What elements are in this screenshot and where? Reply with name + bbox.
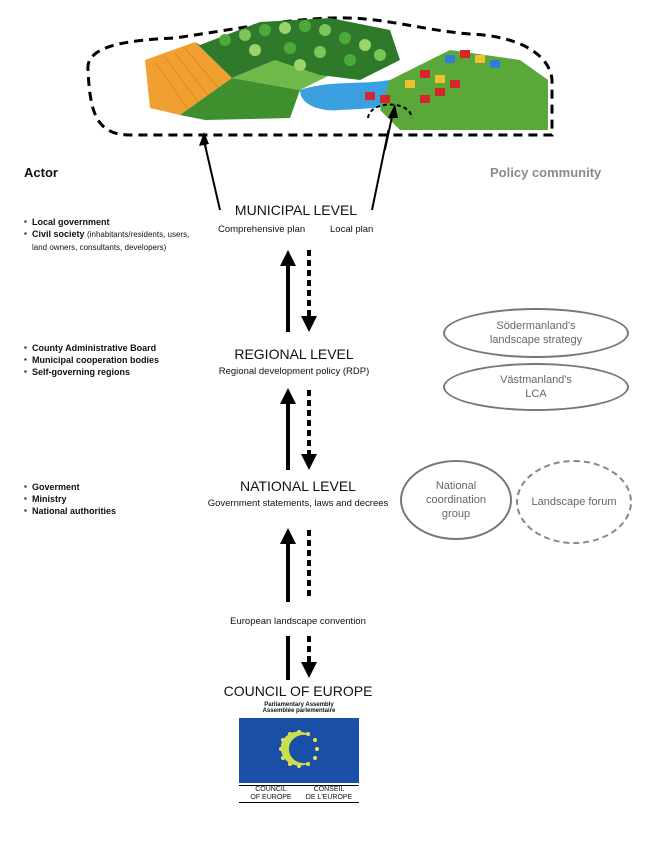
arrow-local-to-landscape xyxy=(383,104,398,150)
list-item: National authorities xyxy=(24,505,214,517)
coe-name-en: COUNCIL OF EUROPE xyxy=(245,786,297,802)
policy-community-header: Policy community xyxy=(490,165,602,180)
coe-assembly-fr: Assemblée parlementaire xyxy=(262,708,336,714)
coe-emblem-icon xyxy=(279,730,319,768)
coe-name-block: COUNCIL OF EUROPE CONSEIL DE L'EUROPE xyxy=(239,785,359,803)
coe-name-fr: CONSEIL DE L'EUROPE xyxy=(301,786,357,802)
vastmanland-lca-oval: Västmanland's LCA xyxy=(443,363,629,411)
european-convention-label: European landscape convention xyxy=(230,616,366,627)
list-item: Municipal cooperation bodies xyxy=(24,354,214,366)
coe-assembly-en: Parliamentary Assembly xyxy=(264,702,334,708)
village-houses xyxy=(365,50,500,103)
regional-actors-list: County Administrative Board Municipal co… xyxy=(24,342,214,378)
sodermanland-strategy-label: Södermanland's landscape strategy xyxy=(489,320,583,346)
national-coordination-group-label: National coordination group xyxy=(426,480,486,520)
arrow-comprehensive-to-landscape xyxy=(199,132,209,150)
arrow-up-convention-to-national xyxy=(280,528,296,602)
orange-field xyxy=(145,42,232,115)
list-item: Civil society (inhabitants/residents, us… xyxy=(24,228,194,254)
municipal-actors-list: Local government Civil society (inhabita… xyxy=(24,216,194,254)
arrow-up-national-to-regional xyxy=(280,388,296,470)
list-item: County Administrative Board xyxy=(24,342,214,354)
national-level-subtitle: Government statements, laws and decrees xyxy=(207,498,389,509)
landscape-forum-label: Landscape forum xyxy=(531,496,617,508)
coe-assembly-caption: Parliamentary Assembly Assemblée parleme… xyxy=(239,702,359,714)
arrow-down-regional-to-national xyxy=(301,390,317,470)
coe-flag-logo xyxy=(239,718,359,783)
list-item: Local government xyxy=(24,216,194,228)
regional-level-title: REGIONAL LEVEL xyxy=(234,346,354,362)
council-of-europe-title: COUNCIL OF EUROPE xyxy=(223,683,373,699)
arrow-up-regional-to-municipal xyxy=(280,250,296,332)
connector-arrows xyxy=(204,130,390,680)
coe-name-en-line2: OF EUROPE xyxy=(250,794,292,801)
sodermanland-strategy-oval: Södermanland's landscape strategy xyxy=(443,308,629,358)
national-coordination-group-oval: National coordination group xyxy=(400,460,512,540)
arrow-down-to-council xyxy=(301,636,317,678)
national-actors-list: Goverment Ministry National authorities xyxy=(24,481,214,517)
municipal-level-title: MUNICIPAL LEVEL xyxy=(234,202,358,218)
coe-name-fr-line2: DE L'EUROPE xyxy=(305,794,353,801)
coe-name-fr-line1: CONSEIL xyxy=(313,786,345,793)
regional-level-subtitle: Regional development policy (RDP) xyxy=(218,366,370,377)
vastmanland-lca-label: Västmanland's LCA xyxy=(500,374,572,400)
comprehensive-plan-label: Comprehensive plan xyxy=(218,224,306,235)
list-item: Ministry xyxy=(24,493,214,505)
arrow-down-municipal-to-regional xyxy=(301,250,317,332)
landscape-illustration xyxy=(86,16,554,150)
coe-name-en-line1: COUNCIL xyxy=(255,786,287,793)
actor-header: Actor xyxy=(24,165,58,180)
list-item: Goverment xyxy=(24,481,214,493)
green-field xyxy=(180,78,300,120)
landscape-boundary-dashed xyxy=(86,16,554,137)
forest xyxy=(195,18,400,80)
national-level-title: NATIONAL LEVEL xyxy=(240,478,356,494)
list-item: Self-governing regions xyxy=(24,366,214,378)
landscape-forum-oval: Landscape forum xyxy=(516,460,632,544)
local-plan-label: Local plan xyxy=(330,224,374,235)
